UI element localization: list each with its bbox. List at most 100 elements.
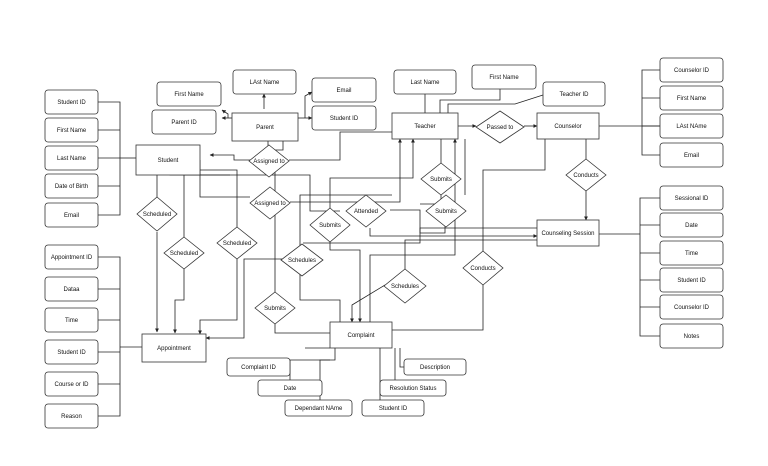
relationship-label: Assigned to [254, 201, 286, 207]
relationship-label: Scheduled [143, 212, 171, 218]
student-attributes: Student ID First Name Last Name Date of … [44, 89, 99, 228]
relationship-scheduled[interactable]: Scheduled [136, 196, 178, 232]
relationship-label: Submits [430, 177, 452, 183]
attribute-label: Student ID [330, 116, 359, 122]
relationship-label: Scheduled [170, 251, 198, 257]
relationship-label: Submits [264, 306, 286, 312]
relationship-schedules[interactable]: Schedules [383, 268, 427, 304]
attribute-student-id[interactable]: Student ID [44, 89, 99, 115]
entity-teacher[interactable]: Teacher [391, 112, 459, 140]
attribute-student-id[interactable]: Student ID [659, 267, 724, 293]
attribute-label: Last Name [57, 156, 87, 162]
attribute-label: Sessional ID [675, 196, 709, 202]
entity-label: Appointment [157, 346, 191, 352]
entity-complaint[interactable]: Complaint [329, 321, 393, 349]
attribute-notes[interactable]: Notes [659, 323, 724, 349]
attribute-label: Course or ID [54, 382, 89, 388]
entity-counselor[interactable]: Counselor [536, 112, 600, 140]
attribute-label: Date of Birth [55, 184, 88, 190]
attribute-label: LAst Name [250, 80, 280, 86]
attribute-dependant-name[interactable]: Dependant NAme [284, 399, 353, 417]
attribute-course-or-id[interactable]: Course or ID [44, 371, 99, 397]
relationship-scheduled[interactable]: Scheduled [216, 226, 258, 260]
attribute-first-name[interactable]: First Name [156, 81, 222, 107]
attribute-first-name[interactable]: First Name [471, 64, 537, 90]
entity-label: Counselor [554, 124, 581, 130]
attribute-resolution-status[interactable]: Resolution Status [379, 379, 447, 397]
attribute-last-name[interactable]: LAst NAme [659, 113, 724, 139]
attribute-label: Email [336, 88, 351, 94]
attribute-email[interactable]: Email [44, 202, 99, 228]
counseling-session-attributes: Sessional ID Date Time Student ID Counse… [659, 185, 724, 349]
attribute-last-name[interactable]: LAst Name [232, 69, 297, 95]
attribute-label: Date [284, 386, 297, 392]
attribute-label: First Name [677, 96, 707, 102]
attribute-last-name[interactable]: Last Name [44, 145, 99, 171]
relationship-submits[interactable]: Submits [309, 207, 351, 243]
relationship-conducts[interactable]: Conducts [462, 250, 504, 286]
attribute-last-name[interactable]: Last Name [393, 69, 457, 95]
entity-parent[interactable]: Parent [231, 112, 299, 142]
attribute-student-id[interactable]: Student ID [361, 399, 425, 417]
relationship-label: Passed to [487, 125, 514, 131]
attribute-label: First Name [489, 75, 519, 81]
entity-counseling-session[interactable]: Counseling Session [536, 219, 600, 247]
attribute-first-name[interactable]: First Name [44, 117, 99, 143]
attribute-time[interactable]: Time [44, 307, 99, 333]
relationship-label: Conducts [470, 266, 495, 272]
attribute-label: Parent ID [171, 120, 197, 126]
attribute-email[interactable]: Email [311, 77, 377, 103]
attribute-date-of-birth[interactable]: Date of Birth [44, 173, 99, 199]
attribute-description[interactable]: Description [403, 358, 467, 376]
attribute-appointment-id[interactable]: Appointment ID [44, 244, 99, 270]
attribute-label: Time [685, 251, 699, 257]
attribute-sessional-id[interactable]: Sessional ID [659, 185, 724, 211]
appointment-attributes: Appointment ID Dataa Time Student ID Cou… [44, 244, 99, 429]
attribute-reason[interactable]: Reason [44, 403, 99, 429]
attribute-complaint-id[interactable]: Complaint ID [226, 357, 291, 377]
attribute-first-name[interactable]: First Name [659, 85, 724, 111]
attribute-label: Counselor ID [674, 68, 710, 74]
relationship-assigned-to[interactable]: Assigned to [248, 144, 290, 178]
attribute-label: Description [420, 365, 450, 371]
relationship-attended[interactable]: Attended [345, 194, 387, 228]
parent-attributes: First Name Parent ID LAst Name Email Stu… [151, 69, 377, 135]
attribute-parent-id[interactable]: Parent ID [151, 109, 217, 135]
attribute-label: Dataa [63, 287, 80, 293]
attribute-time[interactable]: Time [659, 240, 724, 266]
relationship-scheduled[interactable]: Scheduled [163, 236, 205, 270]
teacher-attributes: Last Name First Name Teacher ID [393, 64, 606, 107]
attribute-student-id[interactable]: Student ID [311, 105, 377, 131]
relationship-assigned-to[interactable]: Assigned to [249, 186, 291, 220]
relationship-submits[interactable]: Submits [420, 162, 462, 196]
attribute-label: LAst NAme [676, 124, 707, 130]
entity-label: Counseling Session [541, 231, 594, 237]
attribute-label: Appointment ID [51, 255, 93, 261]
entity-appointment[interactable]: Appointment [141, 333, 207, 363]
relationship-schedules[interactable]: Schedules [280, 243, 324, 277]
attribute-counselor-id[interactable]: Counselor ID [659, 57, 724, 83]
attribute-label: Email [684, 153, 699, 159]
relationship-submits[interactable]: Submits [425, 194, 467, 228]
attribute-label: Teacher ID [559, 92, 589, 98]
relationship-label: Attended [354, 209, 378, 215]
attribute-teacher-id[interactable]: Teacher ID [542, 81, 606, 107]
relationship-passed-to[interactable]: Passed to [475, 110, 525, 144]
relationships: Assigned to Assigned to Passed to Conduc… [136, 110, 607, 325]
entity-student[interactable]: Student [135, 144, 201, 176]
relationship-label: Conducts [573, 173, 598, 179]
attribute-label: Complaint ID [241, 365, 276, 371]
relationship-conducts[interactable]: Conducts [565, 158, 607, 192]
attribute-student-id[interactable]: Student ID [44, 339, 99, 365]
entity-label: Teacher [414, 124, 435, 130]
attribute-date[interactable]: Date [659, 212, 724, 238]
entity-label: Student [158, 158, 179, 164]
attribute-dataa[interactable]: Dataa [44, 276, 99, 302]
attribute-counselor-id[interactable]: Counselor ID [659, 294, 724, 320]
relationship-submits[interactable]: Submits [254, 291, 296, 325]
attribute-label: Email [64, 213, 79, 219]
attribute-label: Time [65, 318, 79, 324]
attribute-email[interactable]: Email [659, 142, 724, 168]
attribute-date[interactable]: Date [257, 379, 323, 397]
